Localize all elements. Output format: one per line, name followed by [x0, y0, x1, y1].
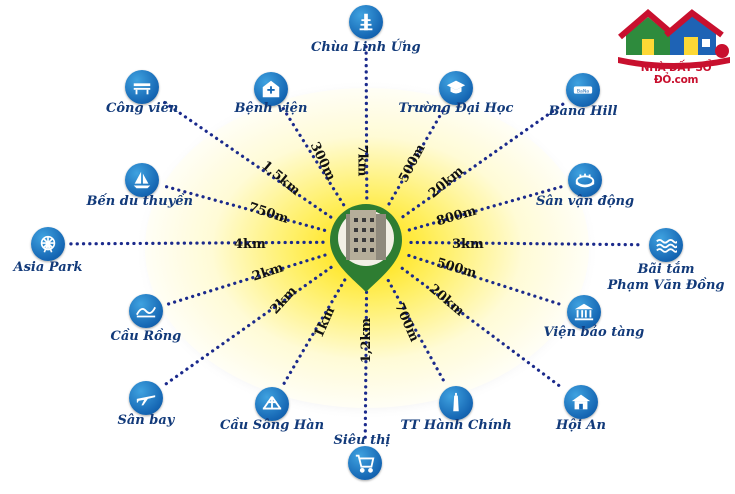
ray-hoi-an: [400, 266, 565, 391]
bana-hills-logo-icon: BaNa: [566, 73, 600, 107]
distance-chua-linh-ung: 7km: [354, 144, 370, 176]
logo-text: NHÀ ĐẤT SỔ ĐỎ.com: [640, 62, 712, 86]
hospital-icon: [254, 72, 288, 106]
label-cong-vien: Công viên: [106, 101, 179, 116]
label-sieu-thi: Siêu thị: [333, 433, 391, 448]
ray-bana-hill: [401, 101, 567, 219]
ray-benh-vien: [281, 106, 346, 207]
label-truong-dai-hoc: Trường Đại Học: [398, 101, 514, 116]
ray-asia-park: [68, 240, 325, 246]
tower-icon: [439, 386, 473, 420]
label-ben-du-thuyen: Bến du thuyền: [86, 194, 194, 209]
label-benh-vien: Bệnh viện: [234, 101, 308, 116]
center-pin: [330, 204, 402, 292]
ray-tt-hanh-chinh: [386, 278, 447, 386]
label-tt-hanh-chinh: TT Hành Chính: [400, 418, 512, 433]
label-chua-linh-ung: Chùa Linh Ứng: [311, 40, 421, 55]
label-bana-hill: Bana Hill: [548, 104, 618, 119]
ray-ben-du-thuyen: [161, 184, 327, 232]
distance-sieu-thi: 1,2km: [358, 317, 374, 363]
label-asia-park: Asia Park: [13, 260, 83, 275]
graduation-cap-icon: [439, 71, 473, 105]
distance-asia-park: 4km: [234, 236, 266, 252]
ray-sieu-thi: [363, 284, 369, 443]
waves-icon: [649, 228, 683, 262]
ray-group: [68, 42, 646, 443]
shopping-cart-icon: [348, 446, 382, 480]
ancient-house-icon: [564, 385, 598, 419]
museum-icon: [567, 295, 601, 329]
pagoda-icon: [349, 5, 383, 39]
ray-truong-dai-hoc: [387, 105, 447, 206]
house-logo-icon: [618, 9, 730, 69]
dragon-bridge-icon: [129, 294, 163, 328]
ray-san-bay: [162, 265, 333, 387]
label-bai-tam-line2: Phạm Văn Đồng: [607, 278, 725, 293]
ray-chua-linh-ung: [364, 42, 369, 200]
swing-bridge-icon: [255, 387, 289, 421]
svg-text:BaNa: BaNa: [577, 88, 589, 94]
ray-bai-tam: [409, 240, 646, 247]
label-vien-bao-tang: Viện bảo tàng: [543, 325, 645, 340]
label-san-bay: Sân bay: [117, 413, 175, 428]
park-bench-icon: [125, 70, 159, 104]
sailboat-icon: [125, 163, 159, 197]
ray-san-van-dong: [407, 184, 566, 232]
ray-vien-bao-tang: [407, 253, 565, 307]
label-cau-rong: Cầu Rồng: [110, 329, 182, 344]
airplane-icon: [129, 381, 163, 415]
label-bai-tam: Bãi tắm: [637, 262, 695, 277]
distance-bai-tam: 3km: [452, 236, 484, 252]
ray-cau-rong: [165, 253, 327, 307]
label-hoi-an: Hội An: [556, 418, 606, 433]
label-san-van-dong: Sân vận động: [536, 194, 635, 209]
ferris-wheel-icon: [31, 227, 65, 261]
stadium-icon: [568, 163, 602, 197]
ray-cau-song-han: [281, 278, 347, 387]
label-cau-song-han: Cầu Sông Hàn: [220, 418, 325, 433]
